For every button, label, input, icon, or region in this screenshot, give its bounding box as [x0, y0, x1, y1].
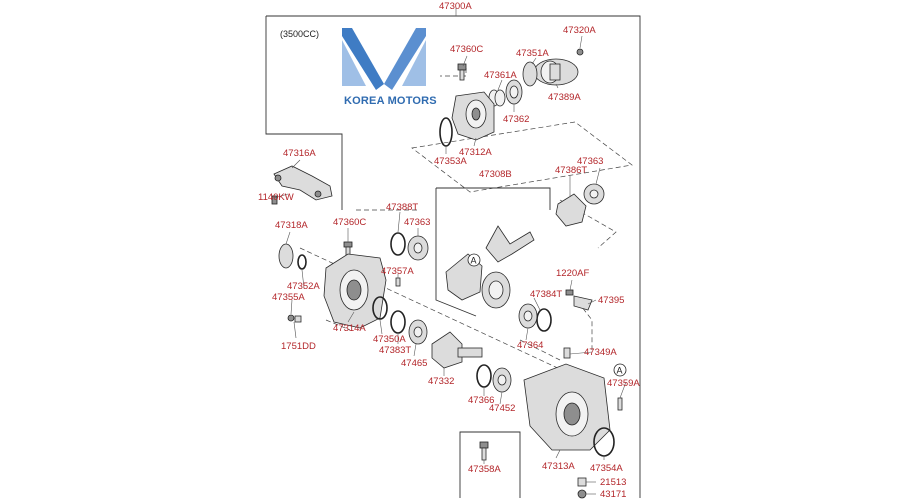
- logo-left-wing: [342, 28, 384, 90]
- drive-gear-shaft-part: [431, 331, 483, 369]
- part-label: 47318A: [275, 220, 308, 231]
- part-label: 47355A: [272, 292, 305, 303]
- washer-bottom-part: [577, 489, 587, 499]
- part-label: 21513: [600, 477, 626, 488]
- logo-right-base: [402, 40, 426, 86]
- brand-name: KOREA MOTORS: [344, 95, 437, 107]
- dowel-pin-rear-part: [617, 397, 623, 411]
- part-label: 47313A: [542, 461, 575, 472]
- o-ring-top-part: [439, 117, 453, 147]
- part-label: 1220AF: [556, 268, 589, 279]
- part-label: 47363: [577, 156, 603, 167]
- part-label: 47312A: [459, 147, 492, 158]
- shim-right-part: [536, 308, 552, 332]
- companion-flange-part: [533, 48, 584, 86]
- bearing-lower-part: [518, 303, 538, 329]
- part-label: 47388T: [386, 202, 418, 213]
- part-label: 47383T: [379, 345, 411, 356]
- shim-ring-part: [372, 296, 388, 320]
- part-label: 47359A: [607, 378, 640, 389]
- dashed-guides: [299, 68, 633, 385]
- shim-cover-part: [555, 193, 587, 227]
- part-label: 47316A: [283, 148, 316, 159]
- svg-text:A: A: [471, 256, 477, 266]
- logo-right-wing: [384, 28, 426, 90]
- part-label: 47351A: [516, 48, 549, 59]
- drain-plug-part: [287, 314, 302, 323]
- bolt-left-part: [343, 241, 353, 256]
- breather-part: [565, 289, 593, 311]
- bolt-bottom-part: [479, 441, 489, 461]
- part-label: 47358A: [468, 464, 501, 475]
- assembly-number-label: 47300A: [439, 1, 472, 12]
- part-label: 47308B: [479, 169, 512, 180]
- part-label: 47332: [428, 376, 454, 387]
- part-label: 47361A: [484, 70, 517, 81]
- engine-note: (3500CC): [280, 29, 319, 39]
- bolt-top-part: [457, 63, 467, 81]
- bracket-part: [271, 165, 333, 205]
- rear-case-part: [523, 363, 611, 451]
- part-label: 47363: [404, 217, 430, 228]
- part-label: 47452: [489, 403, 515, 414]
- logo-left-base: [342, 40, 366, 86]
- part-label: 47352A: [287, 281, 320, 292]
- part-label: 47366: [468, 395, 494, 406]
- shim-left-part: [390, 232, 406, 256]
- part-label: 47314A: [333, 323, 366, 334]
- bearing-right-part: [583, 183, 605, 205]
- part-label: 1751DD: [281, 341, 316, 352]
- ring-pinion-gear-part: [445, 225, 535, 309]
- part-label: 47357A: [381, 266, 414, 277]
- spacer-ring-part: [390, 310, 406, 334]
- callout-a-upper: A: [467, 253, 481, 267]
- part-label: 47386T: [555, 165, 587, 176]
- svg-text:A: A: [617, 366, 623, 376]
- part-label: 47360C: [333, 217, 366, 228]
- retainer-housing-part: [451, 91, 495, 141]
- bearing-top-part: [505, 79, 523, 105]
- part-label: 43171: [600, 489, 626, 500]
- oil-seal-left-part: [278, 243, 294, 269]
- front-case-part: [323, 253, 387, 329]
- part-label: 47384T: [530, 289, 562, 300]
- part-label: 47360C: [450, 44, 483, 55]
- drain-plug-bottom-part: [577, 477, 587, 487]
- brand-logo: KOREA MOTORS: [342, 28, 437, 107]
- part-label: 47395: [598, 295, 624, 306]
- bearing-mid-part: [408, 319, 428, 345]
- oil-seal-part: [522, 61, 538, 87]
- part-label: 47364: [517, 340, 543, 351]
- part-labels: 47360C 47320A 47351A 47361A 47389A 47362…: [258, 25, 640, 500]
- leader-lines: [273, 35, 627, 495]
- callout-a-lower: A: [613, 363, 627, 377]
- part-label: 47362: [503, 114, 529, 125]
- assembly-frame: [265, 15, 641, 498]
- part-label: 47465: [401, 358, 427, 369]
- part-label: 47320A: [563, 25, 596, 36]
- dowel-pin-part: [395, 277, 401, 287]
- part-label: 1140KW: [258, 192, 294, 203]
- gear-group-frame: [435, 187, 551, 317]
- seal-rear-part: [476, 364, 492, 388]
- part-label: 47353A: [434, 156, 467, 167]
- bearing-rear-part: [492, 367, 512, 393]
- bearing-left-part: [407, 235, 429, 261]
- part-label: 47354A: [590, 463, 623, 474]
- part-label: 47350A: [373, 334, 406, 345]
- sensor-plug-part: [563, 347, 571, 359]
- part-label: 47389A: [548, 92, 581, 103]
- snap-ring-part: [297, 254, 307, 270]
- part-label: 47349A: [584, 347, 617, 358]
